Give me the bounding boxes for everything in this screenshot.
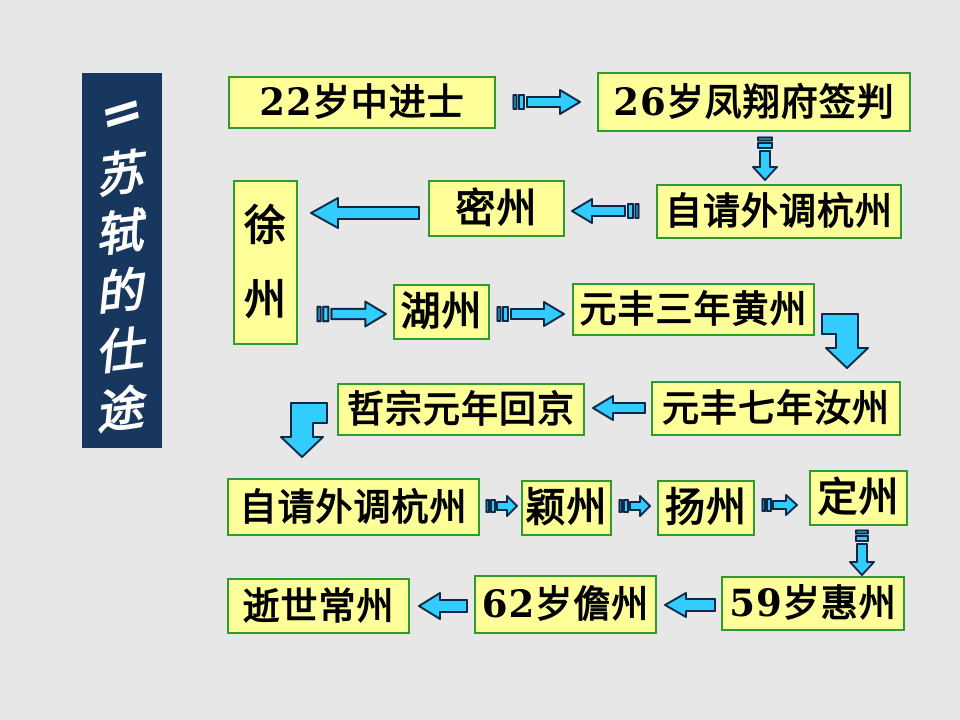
flow-node: 62岁儋州	[474, 575, 657, 634]
left-arrow-icon	[416, 589, 470, 623]
flow-node: 湖州	[393, 284, 490, 340]
flow-node: 定州	[809, 470, 908, 526]
page-title: 苏 轼 的 仕 途	[96, 144, 149, 441]
title-char: 仕	[95, 320, 149, 383]
striped-right-arrow-icon	[618, 492, 652, 520]
bent-down-right-arrow-icon	[820, 308, 870, 372]
striped-right-arrow-icon	[485, 492, 519, 520]
striped-right-arrow-icon	[316, 297, 388, 331]
striped-left-arrow-icon	[570, 196, 640, 226]
striped-down-arrow-icon	[848, 529, 876, 577]
flow-node: 颖州	[521, 480, 612, 536]
flow-node: 扬州	[657, 480, 755, 536]
striped-right-arrow-icon	[496, 298, 566, 330]
flow-node: 徐州	[233, 180, 298, 345]
striped-right-arrow-icon	[512, 87, 582, 117]
flow-node: 密州	[428, 180, 565, 237]
flow-node: 26岁凤翔府签判	[597, 72, 911, 132]
bent-down-left-arrow-icon	[277, 397, 329, 461]
striped-down-arrow-icon	[750, 136, 780, 182]
title-char: 的	[95, 261, 149, 324]
flow-node: 哲宗元年回京	[337, 383, 585, 436]
flow-node: 元丰三年黄州	[572, 283, 815, 336]
flow-node: 自请外调杭州	[656, 184, 902, 239]
striped-right-arrow-icon	[761, 491, 799, 519]
left-arrow-icon	[308, 194, 422, 232]
left-arrow-icon	[662, 589, 718, 621]
flow-node: 元丰七年汝州	[651, 381, 901, 436]
title-char: 途	[95, 379, 149, 442]
title-char: 苏	[95, 143, 149, 206]
title-equals-mark: =	[96, 76, 148, 150]
title-panel: = 苏 轼 的 仕 途	[82, 73, 162, 448]
flow-node: 逝世常州	[227, 578, 410, 634]
title-char: 轼	[95, 202, 149, 265]
flow-node: 59岁惠州	[721, 576, 905, 631]
flow-node: 自请外调杭州	[227, 478, 480, 536]
flow-node: 22岁中进士	[228, 76, 496, 129]
left-arrow-icon	[591, 393, 647, 423]
